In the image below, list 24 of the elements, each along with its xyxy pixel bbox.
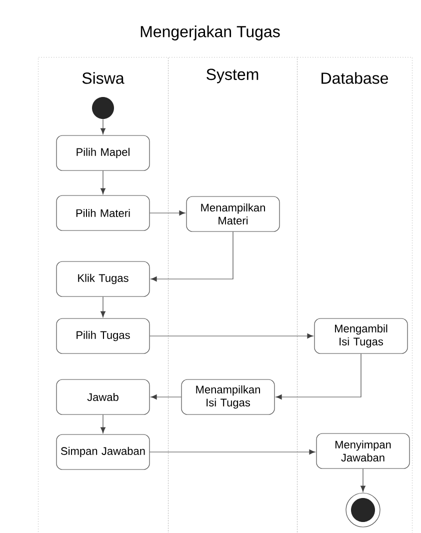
start-node [92,97,114,119]
activity-box: Menyimpan Jawaban [316,433,410,469]
arrow [150,333,314,338]
activity-box: Pilih Mapel [56,135,150,171]
arrow [100,296,106,318]
arrow [360,468,366,492]
activity-box: Klik Tugas [56,261,150,297]
arrow [150,394,182,400]
arrow [276,354,362,400]
activity-box: Pilih Materi [56,195,150,231]
arrow [150,232,234,282]
activity-box: Menampilkan Materi [186,196,280,232]
activity-box: Mengambil Isi Tugas [314,318,408,354]
end-node [346,492,380,528]
activity-box: Simpan Jawaban [56,434,150,470]
arrow [100,414,106,434]
arrow [150,449,316,455]
arrow [100,170,106,194]
arrow [100,118,106,134]
activity-box: Pilih Tugas [56,318,150,354]
activity-box: Menampilkan Isi Tugas [181,379,275,415]
arrow [150,210,186,216]
activity-box: Jawab [56,379,150,415]
diagram-title: Mengerjakan Tugas [140,26,280,40]
